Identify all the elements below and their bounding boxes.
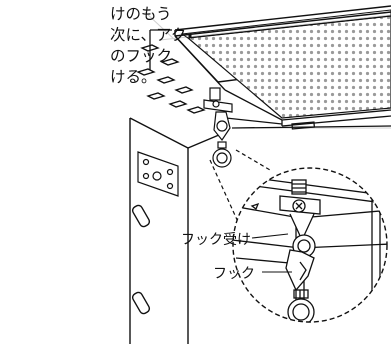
- mounting-plate: [137, 151, 179, 197]
- small-hook-assembly: [203, 87, 233, 168]
- hook-detail: [285, 249, 315, 322]
- mesh-panel: [180, 9, 391, 119]
- box-body: [129, 117, 227, 344]
- hook-label: フック: [213, 266, 255, 282]
- zoom-leader-lines: [209, 149, 271, 223]
- instruction-line: のフック: [110, 47, 173, 65]
- instruction-line: ける。: [110, 68, 157, 86]
- slotted-side: [136, 29, 391, 127]
- front-rail: [225, 117, 391, 130]
- instruction-line: けのもう: [110, 5, 172, 23]
- instruction-text: けのもう 次に、アク のフック ける。: [110, 4, 210, 88]
- callout-leaders: [251, 233, 292, 273]
- hook-receiver-label: フック受け: [181, 232, 251, 248]
- detail-magnifier: [232, 167, 388, 323]
- instruction-line: 次に、アク: [110, 26, 187, 44]
